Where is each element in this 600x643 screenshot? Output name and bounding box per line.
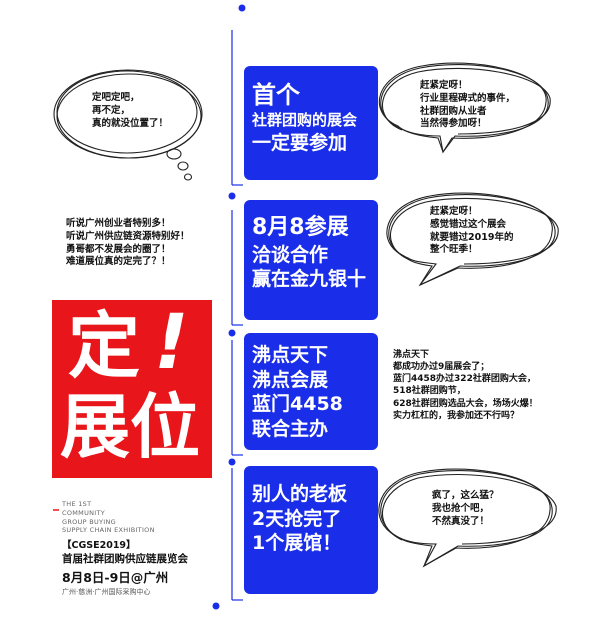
speech-bubble (378, 468, 557, 568)
speech-bubble (378, 62, 551, 154)
bubble-line: 不然真没了！ (432, 515, 490, 527)
timeline-dot (238, 4, 246, 12)
bubble-line: 当然得参加呀！ (420, 118, 487, 130)
bubble-line: 再不定， (92, 104, 131, 116)
info-venue: 广州·慈洲·广州国际采购中心 (62, 588, 151, 597)
card-line: 赢在金九银十 (252, 268, 367, 291)
card-line: 社群团购的展会 (252, 111, 358, 130)
right-organizer-text: 沸点天下 都成功办过9届展会了； 蓝门4458办过322社群团购大会， 518社… (393, 349, 538, 422)
text-line: 都成功办过9届展会了； (393, 362, 490, 373)
card-first-exhibition: 首个 社群团购的展会 一定要参加 (244, 66, 378, 180)
card-date: 8月8参展 洽谈合作 赢在金九银十 (244, 200, 378, 320)
card-line: 8月8参展 (252, 215, 349, 240)
bubble-line: 真的就没位置了！ (92, 117, 169, 129)
card-sold-out: 别人的老板 2天抢完了 1个展馆！ (244, 466, 378, 594)
bubble-line: 我也抢个吧， (432, 502, 490, 514)
timeline-dot (228, 458, 236, 466)
bubble-line: 整个旺季！ (430, 244, 478, 256)
bubble-top-right-text: 赶紧定呀！ 行业里程碑式的事件， 社群团购从业者 当然得参加呀！ (420, 80, 515, 131)
text-line: 518社群团购节， (393, 386, 466, 397)
text-line: 实力杠杠的，我参加还不行吗？ (393, 410, 520, 421)
info-en-line: COMMUNITY (62, 508, 106, 517)
bubble-bottom-right-text: 疯了，这么猛？ 我也抢个吧， 不然真没了！ (432, 490, 499, 528)
timeline-dot (228, 329, 236, 337)
timeline-dot (212, 602, 220, 610)
headline-line2: 展位 (60, 386, 200, 468)
left-rumor-text: 听说广州创业者特别多！ 听说广州供应链资源特别好！ 勇哥都不发展会的圈了！ 难道… (66, 218, 190, 269)
bubble-line: 社群团购从业者 (420, 105, 487, 117)
card-line: 首个 (252, 81, 300, 109)
timeline-dot (228, 192, 236, 200)
text-line: 听说广州供应链资源特别好！ (66, 230, 190, 242)
bubble-top-left-text: 定吧定吧， 再不定， 真的就没位置了！ (92, 92, 168, 130)
card-line: 一定要参加 (252, 131, 348, 154)
bubble-line: 行业里程碑式的事件， (420, 92, 516, 104)
bubble-mid-right-text: 赶紧定呀！ 感觉错过这个展会 就要错过2019年的 整个旺季！ (430, 206, 513, 257)
info-name: 首届社群团购供应链展览会 (62, 553, 188, 566)
card-organizers: 沸点天下 沸点会展 蓝门4458 联合主办 (244, 333, 378, 450)
info-en-line: THE 1ST (62, 500, 92, 508)
info-en-line: SUPPLY CHAIN EXHIBITION (62, 526, 155, 535)
bubble-line: 赶紧定呀！ (430, 206, 478, 217)
card-line: 联合主办 (252, 418, 329, 441)
card-line: 沸点天下 (252, 344, 329, 366)
speech-bubble (386, 192, 559, 287)
text-line: 628社群团购选品大会，场场火爆！ (393, 398, 538, 409)
bubble-line: 感觉错过这个展会 (430, 218, 507, 230)
text-line: 听说广州创业者特别多！ (66, 218, 171, 229)
headline-line1: 定 (68, 304, 141, 388)
card-line: 沸点会展 (252, 368, 329, 391)
info-english: THE 1ST COMMUNITY GROUP BUYING SUPPLY CH… (62, 500, 188, 535)
headline-box: 定 ! 展位 (52, 300, 212, 478)
text-line: 难道展位真的定完了？！ (66, 256, 171, 268)
thought-bubble (53, 69, 203, 181)
card-line: 别人的老板 (252, 483, 348, 505)
card-line: 蓝门4458 (252, 393, 343, 416)
info-date: 8月8日-9日@广州 (62, 570, 169, 586)
text-line: 蓝门4458办过322社群团购大会， (393, 374, 536, 385)
bubble-line: 赶紧定呀！ (420, 80, 468, 91)
info-code: 【CGSE2019】 (62, 540, 136, 552)
info-en-line: GROUP BUYING (62, 517, 117, 526)
text-line: 勇哥都不发展会的圈了！ (66, 243, 171, 255)
bubble-line: 就要错过2019年的 (430, 231, 514, 243)
card-line: 洽谈合作 (252, 243, 329, 266)
bubble-line: 定吧定吧， (92, 92, 140, 103)
text-line: 沸点天下 (393, 350, 430, 360)
bubble-line: 疯了，这么猛？ (432, 490, 499, 501)
headline-exclamation: ! (154, 297, 189, 386)
card-line: 2天抢完了 (252, 507, 342, 530)
card-line: 1个展馆！ (252, 532, 342, 555)
exhibition-info: THE 1ST COMMUNITY GROUP BUYING SUPPLY CH… (62, 500, 188, 597)
